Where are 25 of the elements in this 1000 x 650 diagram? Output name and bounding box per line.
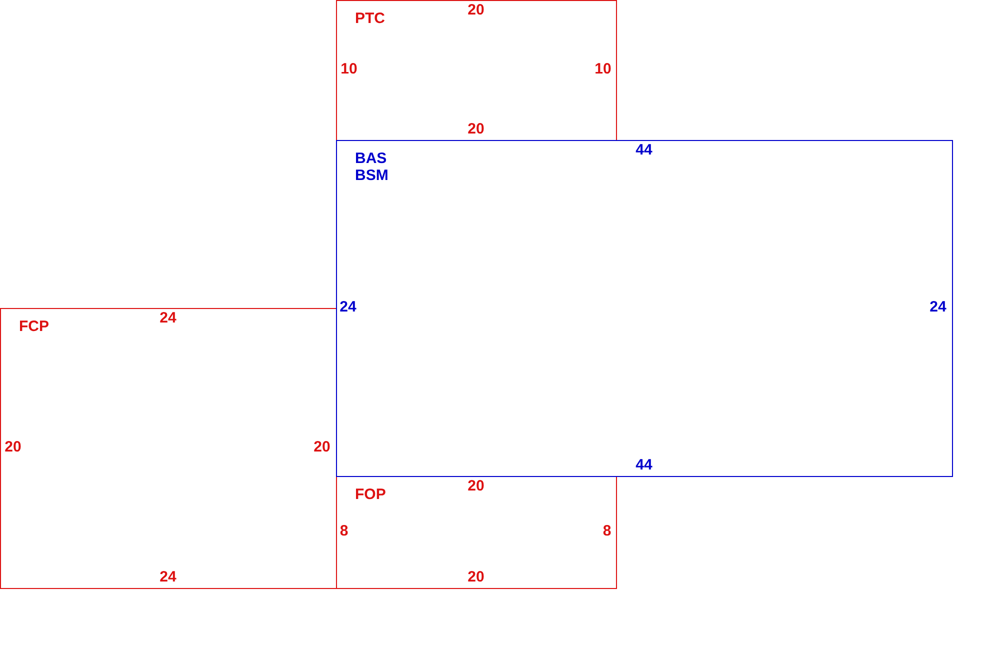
dimension-label: 10 <box>340 60 358 78</box>
area-label: FCP <box>19 318 49 335</box>
area-label: FOP <box>355 486 386 503</box>
dimension-label: 20 <box>468 478 484 494</box>
dimension-label: 24 <box>160 310 176 326</box>
dimension-label: 20 <box>314 438 330 456</box>
dimension-label: 20 <box>4 438 22 456</box>
dimension-label: 44 <box>636 142 652 158</box>
dimension-label: 44 <box>636 456 652 474</box>
room-outline <box>336 140 953 477</box>
area-label: PTC <box>355 10 385 27</box>
room-outline <box>336 0 617 141</box>
dimension-label: 24 <box>160 568 176 586</box>
dimension-label: 24 <box>930 298 946 316</box>
dimension-label: 24 <box>340 298 356 316</box>
dimension-label: 20 <box>468 568 484 586</box>
dimension-label: 10 <box>594 60 612 78</box>
dimension-label: 20 <box>468 120 484 138</box>
room-outline <box>0 308 337 589</box>
room-outline <box>336 476 617 589</box>
dimension-label: 20 <box>468 2 484 18</box>
dimension-label: 8 <box>340 522 348 540</box>
area-label: BSM <box>355 167 388 184</box>
dimension-label: 8 <box>602 522 612 540</box>
area-label: BAS <box>355 150 387 167</box>
